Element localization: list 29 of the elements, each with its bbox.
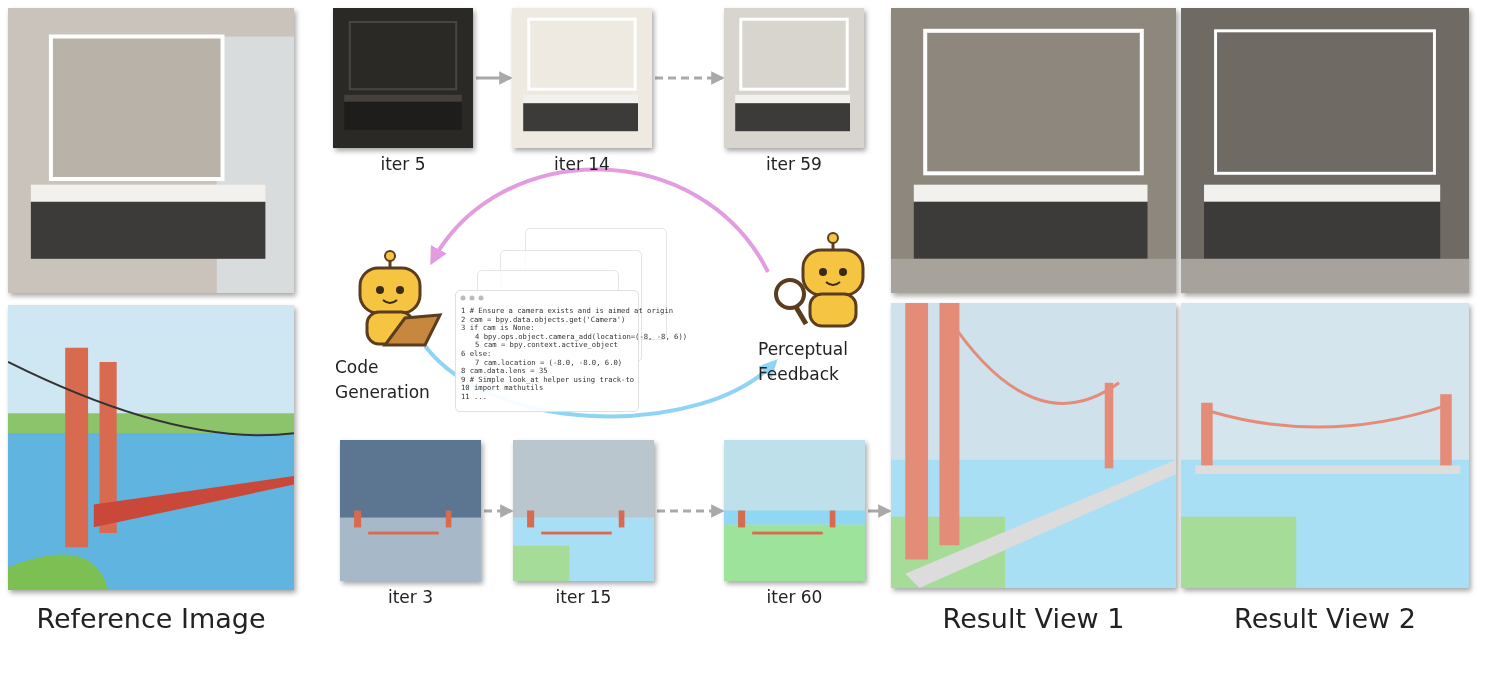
iteration-caption: iter 59 (765, 154, 823, 174)
robot-caption: Code Generation (335, 356, 431, 404)
column-caption: Result View 2 (1233, 603, 1417, 634)
arrow (476, 71, 513, 85)
iteration-caption: iter 15 (554, 587, 613, 607)
render-image (1181, 8, 1469, 293)
robot-caption: Perceptual Feedback (758, 338, 849, 386)
arrow (657, 504, 725, 518)
arrow (868, 504, 892, 518)
bridge-drawing (8, 305, 294, 590)
render-image (513, 440, 654, 581)
render-image (891, 8, 1176, 293)
arrow (430, 167, 770, 274)
iteration-caption: iter 14 (553, 154, 611, 174)
arrow (484, 504, 514, 518)
iteration-caption: iter 3 (386, 587, 435, 607)
render-image (340, 440, 481, 581)
render-image (724, 8, 864, 148)
render-image (724, 440, 865, 581)
render-image (512, 8, 652, 148)
column-caption: Result View 1 (941, 603, 1126, 634)
bathroom-photo (8, 8, 294, 293)
arrow (655, 71, 725, 85)
render-image (333, 8, 473, 148)
iteration-caption: iter 5 (379, 154, 427, 174)
column-caption: Reference Image (35, 603, 267, 634)
render-image (891, 303, 1176, 588)
iteration-caption: iter 60 (765, 587, 824, 607)
render-image (1181, 303, 1469, 588)
